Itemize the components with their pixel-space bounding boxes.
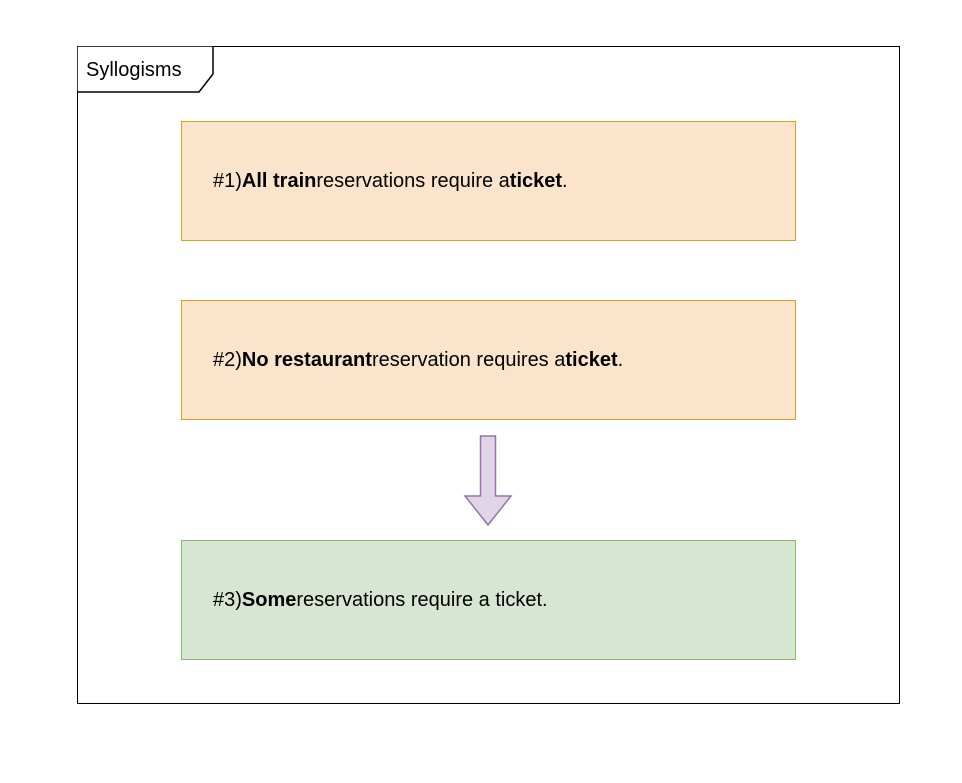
premise-2-prefix: #2) [213,348,242,371]
syllogisms-frame [77,46,900,704]
frame-title: Syllogisms [86,59,182,81]
premise-2-middle: reservation requires a [371,348,566,371]
conclusion-rest: reservations require a ticket. [296,588,548,611]
premise-1-middle: reservations require a [316,169,510,192]
premise-1-suffix: . [562,169,568,192]
premise-2-suffix: . [617,348,624,371]
premise-1-predicate: ticket [509,169,563,192]
premise-1-subject: All train [241,169,317,192]
conclusion-subject: Some [241,588,297,611]
inference-arrow-icon [463,435,513,527]
premise-1-text: #1) All train reservations require a tic… [213,122,568,240]
conclusion-prefix: #3) [213,588,242,611]
premise-2-text: #2) No restaurant reservation requires a… [213,301,623,419]
conclusion-box: #3) Some reservations require a ticket. [181,540,796,660]
premise-1-box: #1) All train reservations require a tic… [181,121,796,241]
premise-2-predicate: ticket [565,348,618,371]
premise-2-subject: No restaurant [241,348,372,371]
premise-1-prefix: #1) [213,169,242,192]
conclusion-text: #3) Some reservations require a ticket. [213,541,548,659]
frame-title-tab [77,46,214,93]
premise-2-box: #2) No restaurant reservation requires a… [181,300,796,420]
